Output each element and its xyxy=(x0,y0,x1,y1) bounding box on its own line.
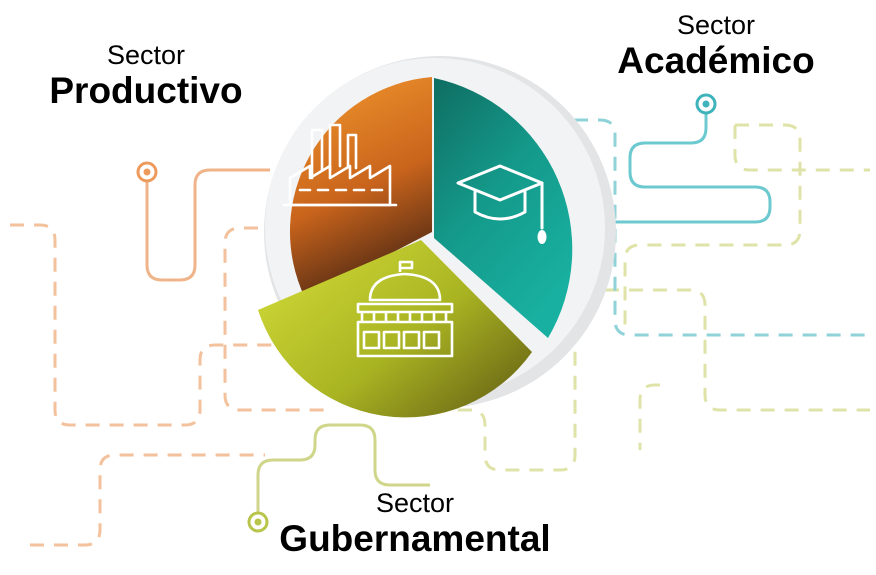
node-gubernamental xyxy=(247,511,269,533)
sector-gubernamental-prefix: Sector xyxy=(375,488,455,518)
sector-academico-name: Académico xyxy=(617,40,815,81)
segment-gubernamental xyxy=(258,240,532,418)
segment-academico xyxy=(434,78,573,338)
connector-productivo xyxy=(145,168,270,282)
label-sector-academico: Sector Académico xyxy=(603,10,829,82)
dashed-path-orange-mid xyxy=(223,226,330,412)
node-academico xyxy=(695,93,717,115)
segment-productivo xyxy=(289,77,432,298)
dashed-path-olive-top xyxy=(733,125,870,172)
dashed-path-olive-lower-right xyxy=(638,383,660,450)
dashed-path-orange-left xyxy=(10,223,300,427)
dashed-path-orange-low xyxy=(30,453,265,547)
connector-nodes xyxy=(136,93,717,533)
node-productivo xyxy=(136,161,158,183)
dashed-path-olive-bottom xyxy=(605,288,870,412)
label-sector-gubernamental: Sector Gubernamental xyxy=(250,488,580,560)
label-sector-productivo: Sector Productivo xyxy=(36,40,256,112)
factory-icon xyxy=(282,123,398,207)
connector-gubernamental xyxy=(256,423,430,520)
sector-academico-prefix: Sector xyxy=(676,10,756,40)
sector-productivo-prefix: Sector xyxy=(106,40,186,70)
sector-productivo-name: Productivo xyxy=(49,70,243,111)
government-building-icon xyxy=(356,260,454,358)
dashed-path-teal-right xyxy=(550,118,870,337)
dashed-path-olive-right xyxy=(623,123,802,330)
sector-gubernamental-name: Gubernamental xyxy=(279,518,551,559)
graduation-cap-icon xyxy=(456,164,547,244)
dashed-connectors xyxy=(10,118,870,547)
connector-academico xyxy=(590,112,772,224)
